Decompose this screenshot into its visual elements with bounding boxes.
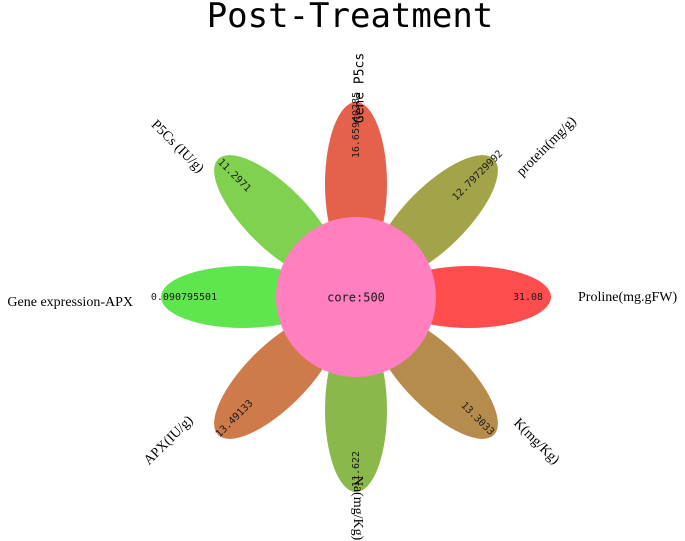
category-label: APX(IU/g) <box>141 413 196 468</box>
petal-value-label: 31.08 <box>513 292 543 303</box>
category-label: Gene expression-APX <box>7 295 133 310</box>
petal-value-label: 16.65940285 <box>351 92 362 158</box>
category-label: P5Cs (IU/g) <box>148 117 207 176</box>
category-label: K(mg/Kg) <box>510 416 562 468</box>
category-label: Na(mg/Kg) <box>350 476 365 541</box>
petal-value-label: 11.622 <box>351 451 362 487</box>
category-label: Proline(mg.gFW) <box>578 290 677 305</box>
core-label: core:500 <box>327 291 385 305</box>
core-circle <box>276 217 436 377</box>
category-label: Gene P5cs <box>353 53 368 123</box>
category-label: protein(mg/g) <box>514 114 580 180</box>
petal-value-label: 0.090795501 <box>151 292 217 303</box>
chart-title: Post-Treatment <box>207 0 494 36</box>
